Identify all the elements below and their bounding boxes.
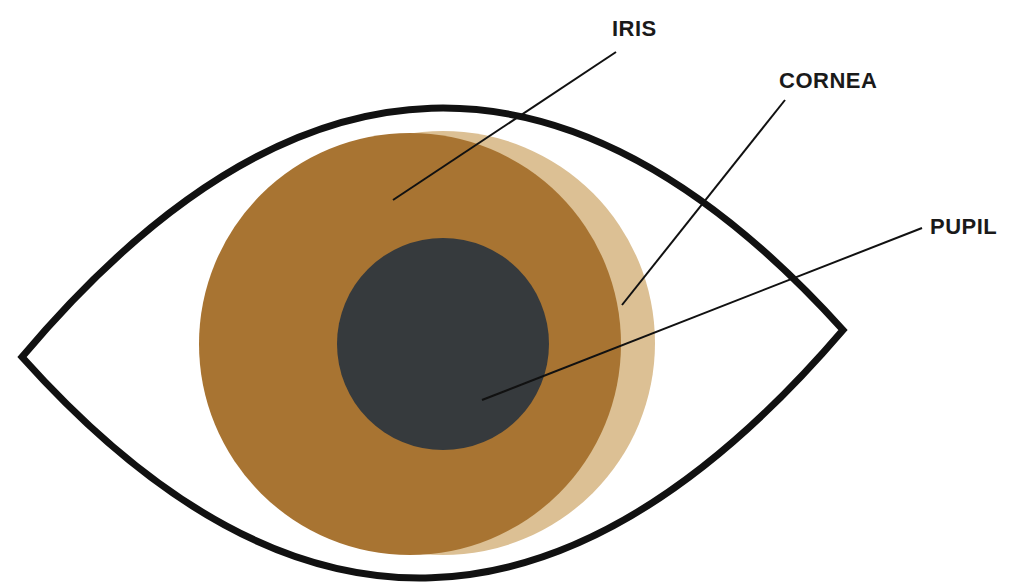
part-label: CORNEA <box>779 68 877 94</box>
part-label: IRIS <box>612 16 657 42</box>
leader-line <box>393 52 616 200</box>
eye-outline <box>22 108 843 578</box>
iris-disc <box>199 133 621 555</box>
part-label: PUPIL <box>930 214 997 240</box>
leader-line <box>622 100 785 305</box>
leader-line <box>482 228 922 400</box>
pupil-disc <box>337 238 549 450</box>
